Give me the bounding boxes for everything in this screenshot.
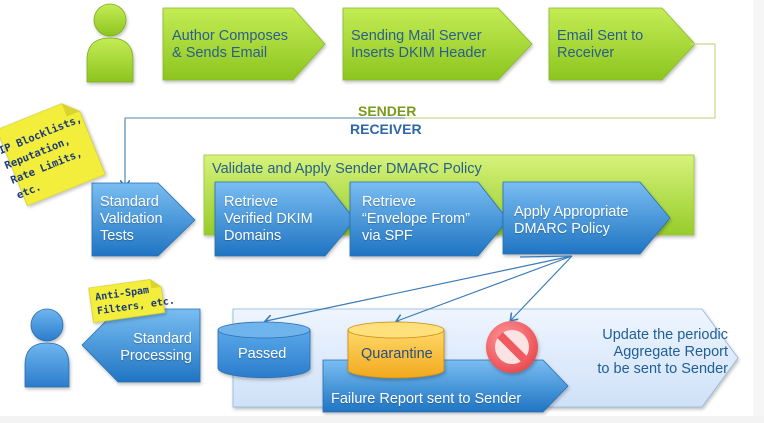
dmarc-step-2-label: Retrieve “Envelope From” via SPF [362,194,470,244]
failure-report-label: Failure Report sent to Sender [331,391,522,407]
dmarc-group-title: Validate and Apply Sender DMARC Policy [212,161,482,177]
sender-step-2-shape [342,7,533,81]
passed-label: Passed [238,346,287,362]
sender-section-label: SENDER [358,103,417,119]
quarantine-label: Quarantine [361,346,433,362]
sender-step-3-shape [548,7,696,81]
standard-validation-shape [91,182,196,257]
receiver-section-label: RECEIVER [350,121,422,137]
right-margin [753,0,764,423]
quarantine-cylinder-icon [347,321,445,379]
dmarc-step-1-shape [214,181,356,257]
aggregate-report-label: Update the periodic Aggregate Report to … [597,327,728,377]
bottom-margin [0,416,764,423]
passed-cylinder-icon [217,321,311,379]
sender-step-1-label: Author Composes & Sends Email [172,28,289,61]
sender-step-2-label: Sending Mail Server Inserts DKIM Header [351,28,487,61]
sticky-note-ip-blocklists [0,103,106,207]
dmarc-step-3-label: Apply Appropriate DMARC Policy [514,204,629,237]
dmarc-step-3-shape [502,181,671,255]
reject-no-entry-icon [486,321,538,373]
sender-step-3-label: Email Sent to Receiver [557,28,644,61]
sender-person-icon [86,3,134,83]
sender-step-1-shape [162,7,326,81]
dmarc-step-1-label: Retrieve Verified DKIM Domains [224,194,313,244]
sticky-note-anti-spam [88,279,166,323]
receiver-person-icon [24,308,70,388]
dmarc-step-2-shape [349,181,509,257]
standard-validation-label: Standard Validation Tests [100,194,163,244]
standard-processing-label: Standard Processing [120,331,192,364]
